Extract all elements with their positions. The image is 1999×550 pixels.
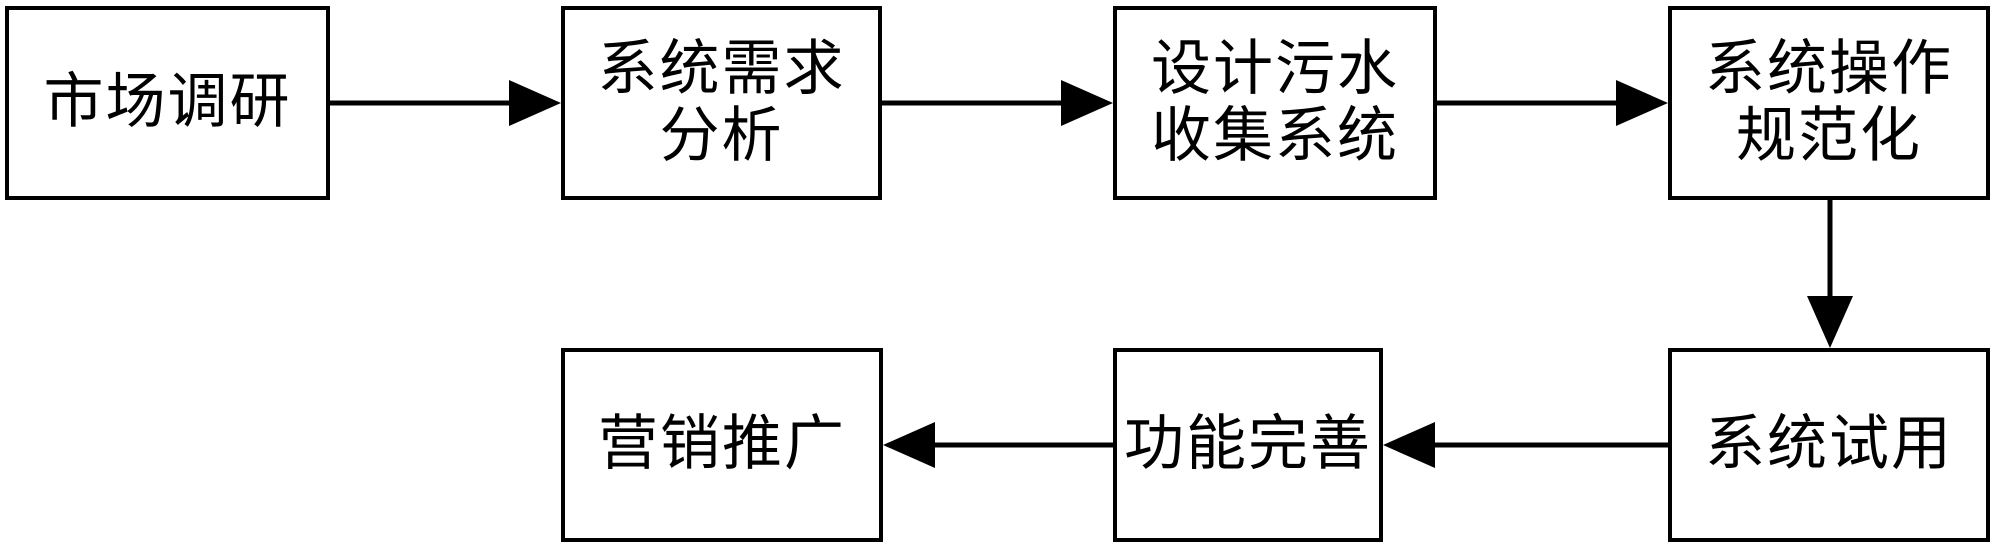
arrowhead-icon [1616,80,1668,126]
connector-function-refinement-to-marketing-promotion [883,422,1113,468]
node-label-function-refinement: 功能完善 [1124,411,1372,478]
arrowhead-icon [883,422,935,468]
node-system-trial[interactable]: 系统试用 [1668,348,1990,542]
connector-market-research-to-requirements-analysis [330,80,561,126]
connector-requirements-analysis-to-design-sewage-collection [882,80,1113,126]
node-function-refinement[interactable]: 功能完善 [1113,348,1383,542]
node-market-research[interactable]: 市场调研 [5,6,330,200]
node-label-operation-standardization: 系统操作 规范化 [1705,35,1953,169]
arrowhead-icon [1383,422,1435,468]
arrowhead-icon [509,80,561,126]
node-marketing-promotion[interactable]: 营销推广 [561,348,883,542]
connector-design-sewage-collection-to-operation-standardization [1437,80,1668,126]
connector-operation-standardization-to-system-trial [1807,200,1853,348]
node-operation-standardization[interactable]: 系统操作 规范化 [1668,6,1990,200]
node-design-sewage-collection[interactable]: 设计污水 收集系统 [1113,6,1437,200]
node-label-marketing-promotion: 营销推广 [598,411,846,478]
node-label-market-research: 市场调研 [43,69,292,136]
arrowhead-icon [1807,296,1853,348]
node-label-design-sewage-collection: 设计污水 收集系统 [1151,35,1399,169]
arrowhead-icon [1061,80,1113,126]
node-requirements-analysis[interactable]: 系统需求 分析 [561,6,882,200]
connector-system-trial-to-function-refinement [1383,422,1668,468]
node-label-requirements-analysis: 系统需求 分析 [597,35,846,169]
node-label-system-trial: 系统试用 [1705,411,1953,478]
